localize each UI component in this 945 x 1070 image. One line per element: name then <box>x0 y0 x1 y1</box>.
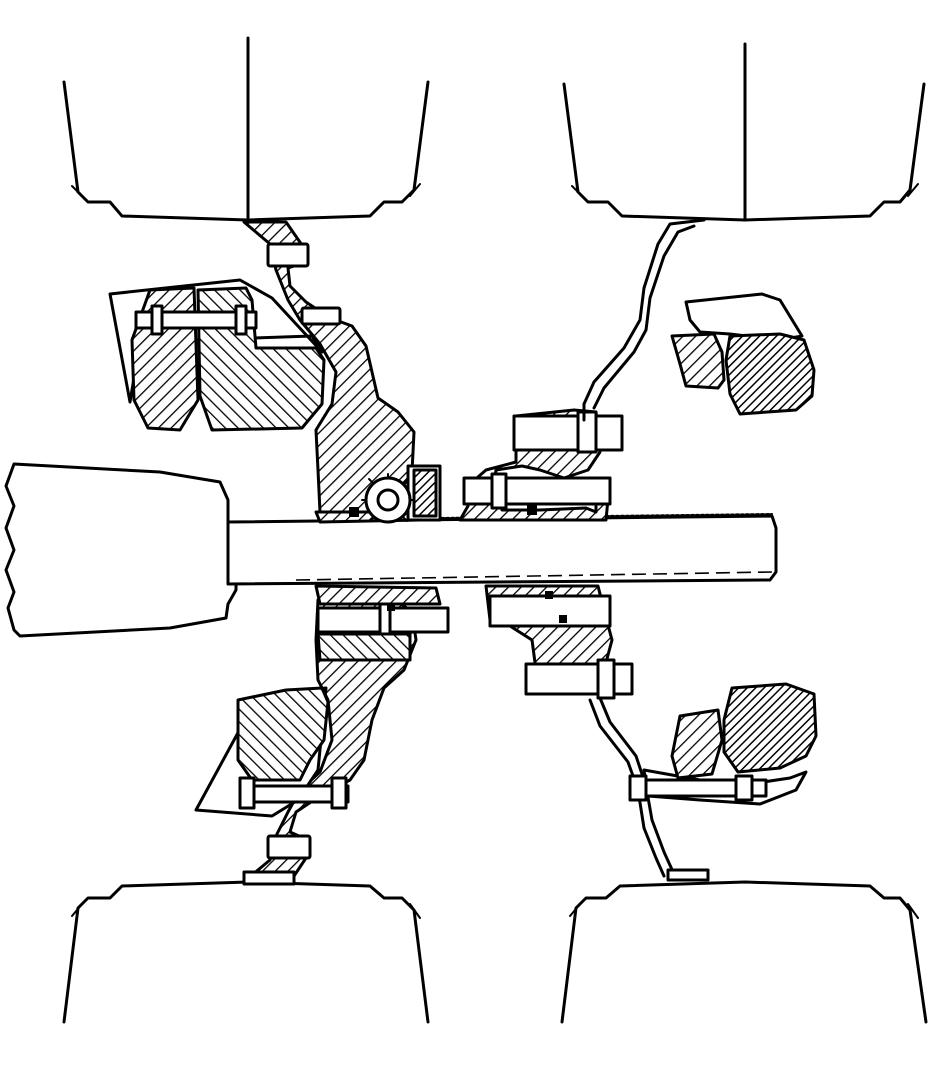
tire-upper-right <box>562 42 926 222</box>
brake-drum-upper-right <box>670 292 816 416</box>
tire-lower-right <box>560 880 928 1024</box>
brake-drum-upper-left <box>108 278 326 432</box>
brake-drum-lower-left <box>194 686 350 818</box>
drive-gear <box>361 473 415 524</box>
tire-upper-left <box>62 36 430 222</box>
tire-lower-left <box>62 880 430 1024</box>
hub-left <box>314 464 450 662</box>
axle-shaft <box>226 513 778 586</box>
wheel-disc-left <box>242 220 418 886</box>
nut-and-bolts <box>349 505 567 623</box>
brake-drum-lower-right <box>628 682 818 806</box>
hub-right <box>458 408 634 700</box>
axle-housing <box>4 462 238 638</box>
